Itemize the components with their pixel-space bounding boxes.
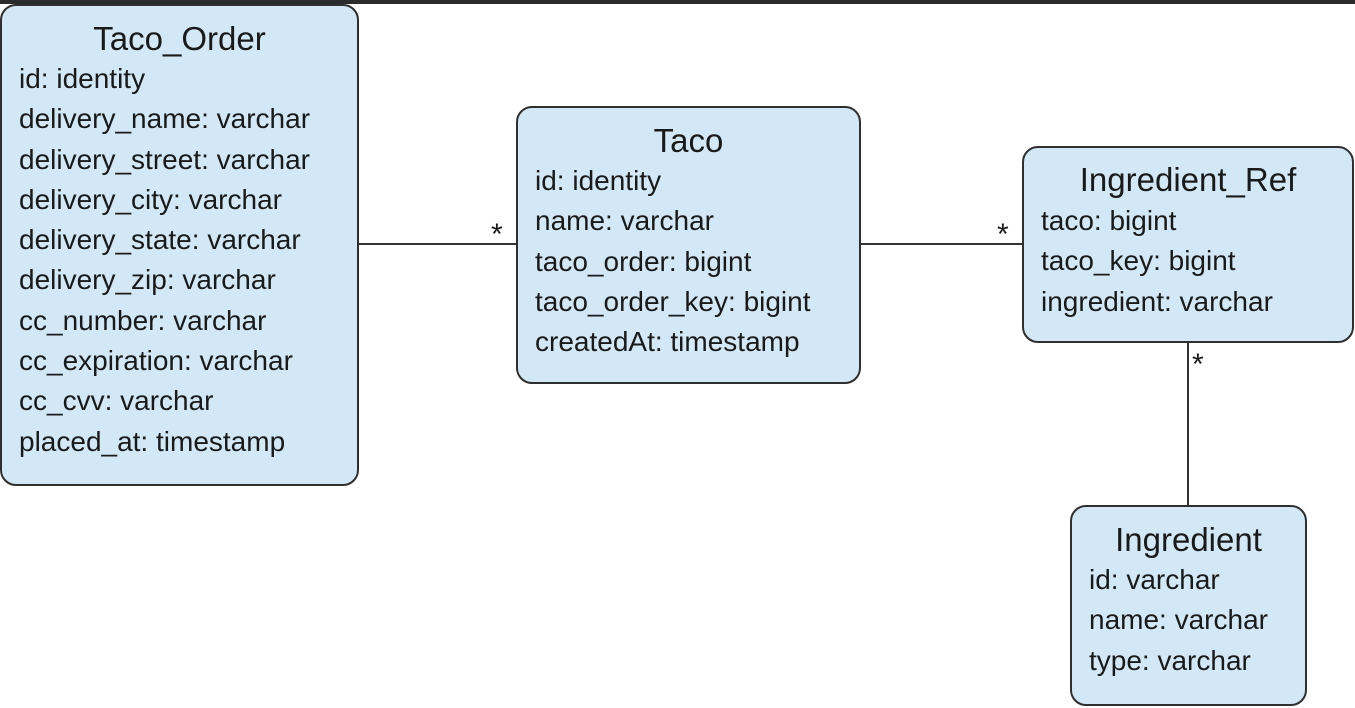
field: name: varchar [535,205,714,237]
field: delivery_city: varchar [19,183,282,215]
field: ingredient: varchar [1041,285,1273,317]
field: type: varchar [1089,644,1251,676]
field-list: taco: bigint taco_key: bigint ingredient… [1024,201,1352,322]
field: cc_expiration: varchar [19,345,293,377]
field: id: identity [535,165,662,196]
field: cc_number: varchar [19,304,267,336]
entity-title: Taco_Order [93,20,266,57]
field: taco_order: bigint [535,245,752,277]
top-edge-bar [0,0,1355,4]
entity-title: Taco [653,122,724,159]
field: id: varchar [1089,564,1220,595]
field: id: identity [19,63,146,94]
field: taco_key: bigint [1041,245,1236,277]
entity-title: Ingredient [1115,521,1262,558]
multiplicity-taco-order-taco: * [491,218,503,251]
entity-title: Ingredient_Ref [1079,161,1297,198]
multiplicity-ingredient-ingredient-ref: * [1192,348,1204,381]
field: taco_order_key: bigint [535,285,811,317]
field: taco: bigint [1041,205,1177,236]
field-list: id: identity name: varchar taco_order: b… [518,161,859,362]
multiplicity-taco-ingredient-ref: * [997,218,1009,251]
field: name: varchar [1089,604,1268,636]
field: delivery_name: varchar [19,103,311,135]
field: delivery_state: varchar [19,224,301,256]
entity-ingredient[interactable]: Ingredient id: varchar name: varchar typ… [1070,505,1307,706]
field: delivery_zip: varchar [19,264,276,296]
field: createdAt: timestamp [535,326,800,358]
field: delivery_street: varchar [19,143,311,175]
entity-ingredient-ref[interactable]: Ingredient_Ref taco: bigint taco_key: bi… [1022,146,1354,343]
field-list: id: varchar name: varchar type: varchar [1072,560,1305,681]
entity-taco-order[interactable]: Taco_Order id: identity delivery_name: v… [0,4,359,486]
field-list: id: identity delivery_name: varchar deli… [2,59,357,462]
entity-taco[interactable]: Taco id: identity name: varchar taco_ord… [516,106,861,384]
field: placed_at: timestamp [19,425,286,457]
field: cc_cvv: varchar [19,385,214,417]
